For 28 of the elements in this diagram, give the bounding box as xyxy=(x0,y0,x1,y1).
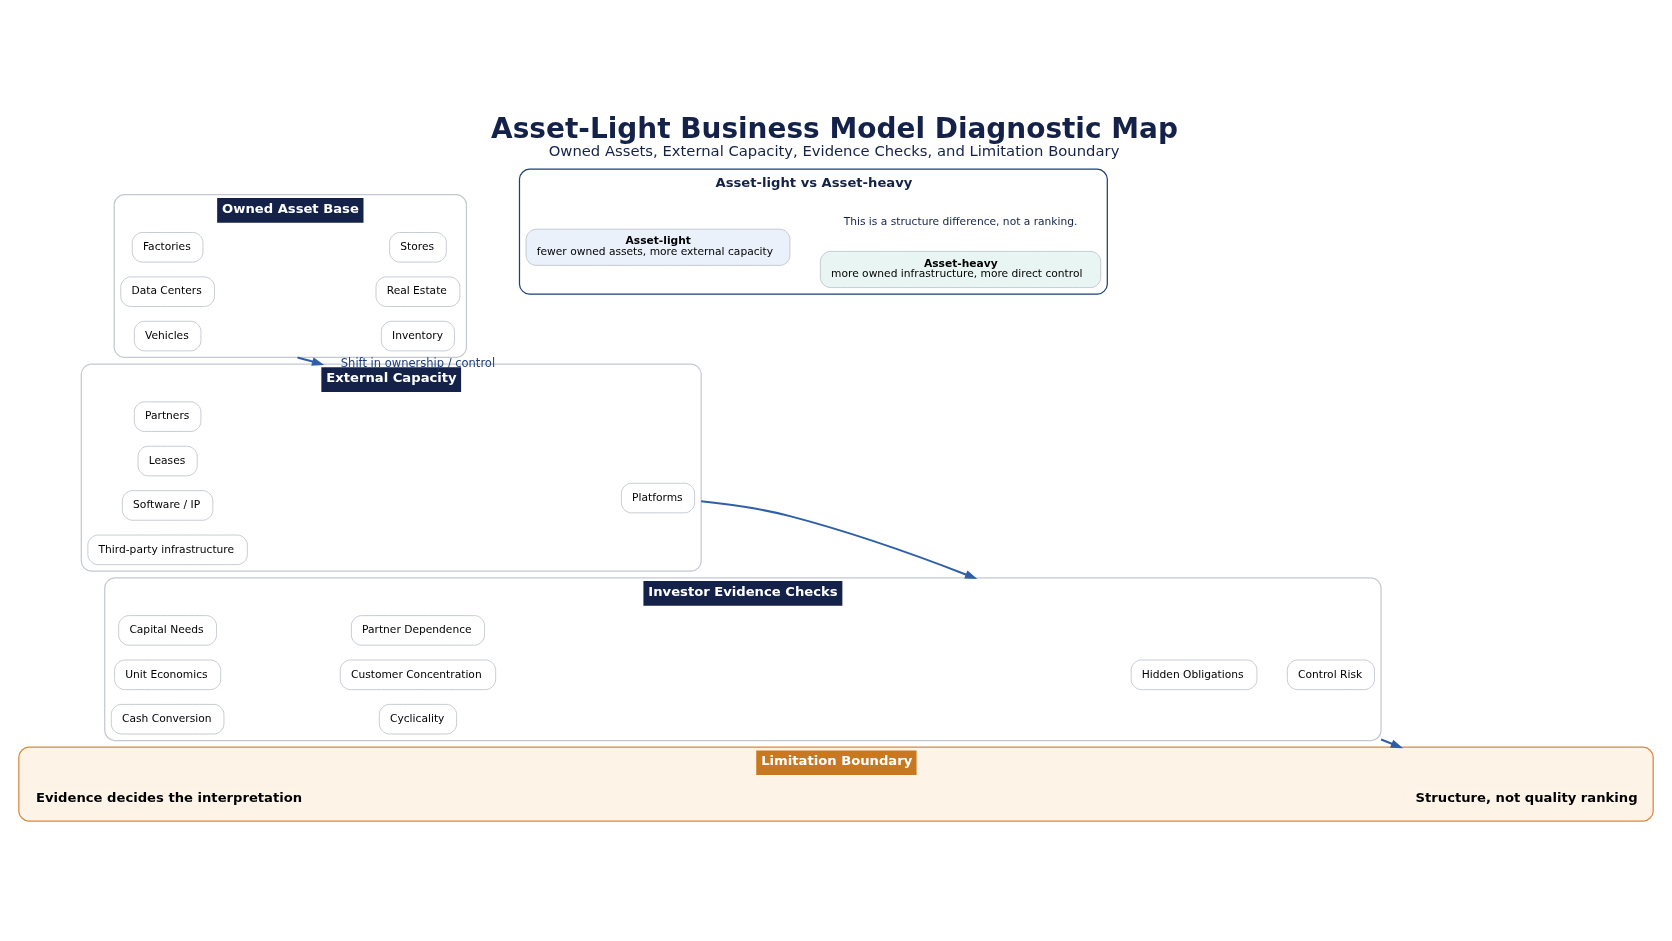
node-box: Partners xyxy=(133,401,202,432)
arrow xyxy=(297,356,325,366)
node-box: Software / IP xyxy=(122,490,214,521)
node-box: Unit Economics xyxy=(114,659,222,690)
node-box: Real Estate xyxy=(375,276,461,307)
arrow xyxy=(701,500,978,579)
node-text: Structure, not quality ranking xyxy=(1415,790,1638,806)
node-box: Asset-light fewer owned assets, more external capacity xyxy=(525,228,791,266)
node-box: Partner Dependence xyxy=(350,615,485,646)
arrow xyxy=(1380,738,1404,749)
node-box: Cyclicality xyxy=(378,704,457,735)
node-box: Control Risk xyxy=(1286,659,1375,690)
node-box: Data Centers xyxy=(120,276,215,307)
node-box: Hidden Obligations xyxy=(1130,659,1258,690)
node-box: Vehicles xyxy=(133,320,202,352)
node-text: Evidence decides the interpretation xyxy=(36,790,303,806)
node-box: Leases xyxy=(137,445,198,477)
node-box: Asset-heavy more owned infrastructure, more direct control xyxy=(819,251,1102,288)
node-box: Cash Conversion xyxy=(110,704,225,735)
node-box: Inventory xyxy=(380,320,455,352)
node-box: Customer Concentration xyxy=(339,659,497,690)
node-box: Capital Needs xyxy=(118,615,217,646)
node-box: Factories xyxy=(131,232,204,263)
node-box: Platforms xyxy=(621,482,695,514)
node-box: Stores xyxy=(389,232,447,263)
diagram-title: Asset-Light Business Model Diagnostic Map xyxy=(491,112,1178,146)
label: This is a structure difference, not a ranking. xyxy=(843,214,1078,228)
node-box: Third-party infrastructure xyxy=(87,534,248,566)
